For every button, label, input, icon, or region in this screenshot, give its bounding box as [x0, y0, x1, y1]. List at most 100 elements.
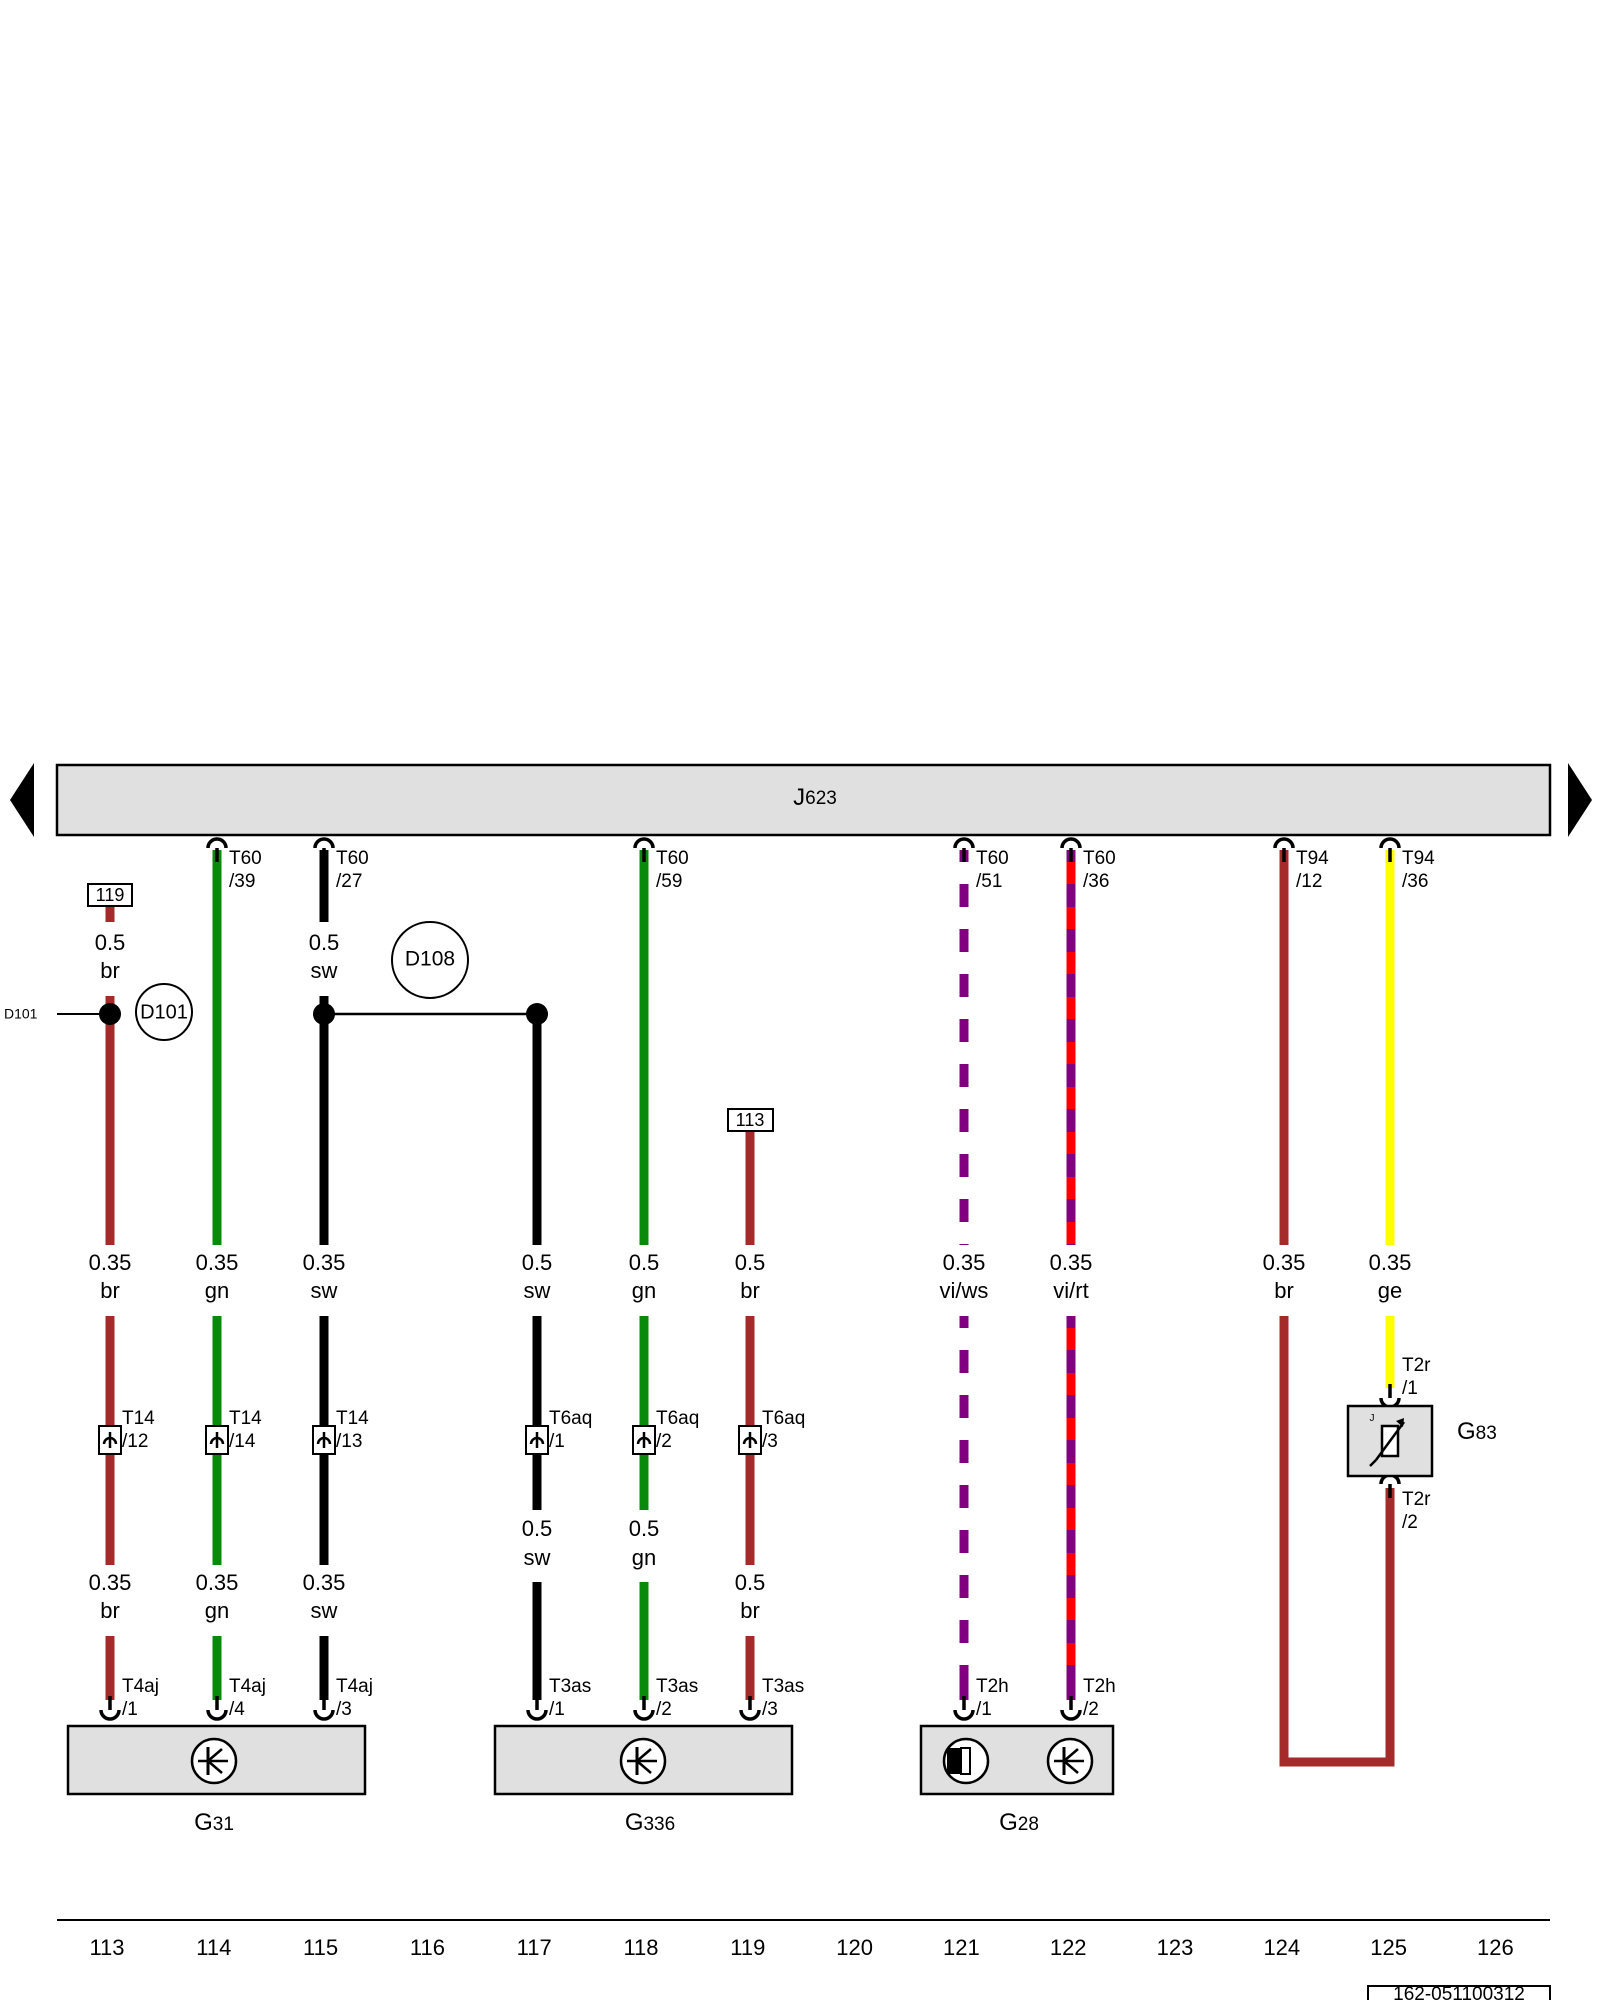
inline-connector-icon: [98, 1425, 122, 1455]
column-number: 125: [1370, 1935, 1407, 1960]
connector-label: T94: [1296, 848, 1329, 869]
connector-label: T14: [336, 1408, 369, 1429]
connector-label: T3as: [656, 1676, 698, 1697]
wire-label-size: 0.35: [943, 1250, 986, 1275]
connector-label: T4aj: [122, 1676, 159, 1697]
reference-box-113[interactable]: 113: [727, 1108, 774, 1132]
connector-label: T4aj: [336, 1676, 373, 1697]
wire-label-color: gn: [205, 1598, 229, 1623]
connector-pin-label: /12: [1296, 871, 1322, 892]
connector-pin-icon: [633, 1696, 655, 1721]
wire-label-color: sw: [311, 958, 338, 983]
wire-stripe: [1066, 1222, 1076, 1244]
wire-label-size: 0.35: [1050, 1250, 1093, 1275]
wire-stripe: [1066, 907, 1076, 929]
column-number: 117: [517, 1935, 552, 1960]
connector-pin-icon: [953, 1696, 975, 1721]
wires-layer: [105, 850, 1395, 1767]
wire-label-size: 0.5: [629, 1516, 660, 1541]
junction-dot-d108-left: [313, 1003, 335, 1025]
connector-pin-label: /1: [549, 1431, 565, 1452]
column-number: 121: [943, 1935, 980, 1960]
connector-label: T2r: [1402, 1489, 1431, 1510]
connector-pin-label: /1: [1402, 1378, 1418, 1399]
column-number: 115: [303, 1935, 338, 1960]
wire-stripe: [959, 997, 969, 1019]
svg-text:G28: G28: [999, 1809, 1039, 1836]
junction-dots: [99, 1003, 548, 1025]
wire-label-size: 0.5: [522, 1516, 553, 1541]
connector-pin-label: /1: [549, 1699, 565, 1720]
component-g83[interactable]: J G83: [1346, 1404, 1497, 1478]
wire-stripe: [959, 1643, 969, 1665]
reference-box-119[interactable]: 119: [87, 883, 133, 907]
column-number: 123: [1157, 1935, 1194, 1960]
wire-stripe: [959, 1418, 969, 1440]
connector-label: T3as: [762, 1676, 804, 1697]
prev-page-arrow-icon[interactable]: [10, 763, 34, 837]
connector-pin-icon: [1060, 1696, 1082, 1721]
wire-label-color: gn: [632, 1278, 656, 1303]
connector-pin-icon: [633, 837, 655, 862]
wire-label-size: 0.5: [735, 1570, 766, 1595]
connector-pin-label: /4: [229, 1699, 245, 1720]
connector-pins: [98, 837, 1401, 1721]
wire-stripe: [1066, 1508, 1076, 1530]
wire-stripe: [1066, 1373, 1076, 1395]
wire-label-color: br: [740, 1278, 760, 1303]
wire-stripe: [959, 1553, 969, 1575]
connector-pin-label: /3: [762, 1699, 778, 1720]
connector-label: T2r: [1402, 1355, 1431, 1376]
junction-dot-d108-right: [526, 1003, 548, 1025]
connector-pin-label: /2: [656, 1431, 672, 1452]
wire-stripe: [959, 1328, 969, 1350]
connector-label: T60: [976, 848, 1009, 869]
wire-stripe: [959, 1463, 969, 1485]
inline-connector-icon: [205, 1425, 229, 1455]
component-g28[interactable]: G28: [919, 1724, 1115, 1836]
wire-labels: 0.5 br 0.35 br 0.35 br 0.35 gn 0.35 gn 0…: [89, 930, 1412, 1623]
connector-label: T60: [229, 848, 262, 869]
connector-pin-icon: [313, 1696, 335, 1721]
column-number: 116: [410, 1935, 445, 1960]
connector-pin-icon: [739, 1696, 761, 1721]
wire-label-color: sw: [524, 1278, 551, 1303]
connector-pin-label: /1: [122, 1699, 138, 1720]
wire-label-color: br: [100, 1598, 120, 1623]
wire-stripe: [1066, 1598, 1076, 1620]
inline-connector-icon: [632, 1425, 656, 1455]
wire-label-color: ge: [1378, 1278, 1402, 1303]
next-page-arrow-icon[interactable]: [1568, 763, 1592, 837]
connector-label: T60: [336, 848, 369, 869]
wire-label-size: 0.35: [1369, 1250, 1412, 1275]
component-g336[interactable]: G336: [493, 1724, 794, 1836]
connector-labels: T60 /39 T60 /27 T60 /59 T60 /51 T60 /36 …: [122, 848, 1435, 1720]
column-number: 113: [89, 1935, 124, 1960]
wire-label-color: gn: [205, 1278, 229, 1303]
junction-label-d108: D108: [391, 921, 469, 999]
connector-pin-label: /3: [762, 1431, 778, 1452]
wire-stripe: [959, 1042, 969, 1064]
wire-stripe: [959, 862, 969, 884]
wire-stripe: [1066, 862, 1076, 884]
inline-connector-icon: [738, 1425, 762, 1455]
wire-stripe: [1066, 1132, 1076, 1154]
component-g31[interactable]: G31: [66, 1724, 367, 1836]
connector-pin-label: /14: [229, 1431, 256, 1452]
connector-pin-label: /27: [336, 871, 362, 892]
wire-loop-br: [1279, 1316, 1395, 1767]
wire-label-size: 0.35: [303, 1570, 346, 1595]
wire-label-size: 0.35: [89, 1250, 132, 1275]
wire-stripe: [1066, 1553, 1076, 1575]
junction-label-d101: D101: [135, 983, 193, 1041]
svg-text:J623: J623: [793, 784, 837, 811]
connector-pin-icon: [1379, 837, 1401, 862]
connector-label: T94: [1402, 848, 1435, 869]
wire-stripe: [959, 1598, 969, 1620]
wire-stripe: [959, 1132, 969, 1154]
connector-pin-label: /3: [336, 1699, 352, 1720]
svg-text:162-051100312: 162-051100312: [1393, 1984, 1525, 2000]
column-number: 122: [1050, 1935, 1087, 1960]
connector-pin-icon: [526, 1696, 548, 1721]
wire-stripe: [1066, 1328, 1076, 1350]
